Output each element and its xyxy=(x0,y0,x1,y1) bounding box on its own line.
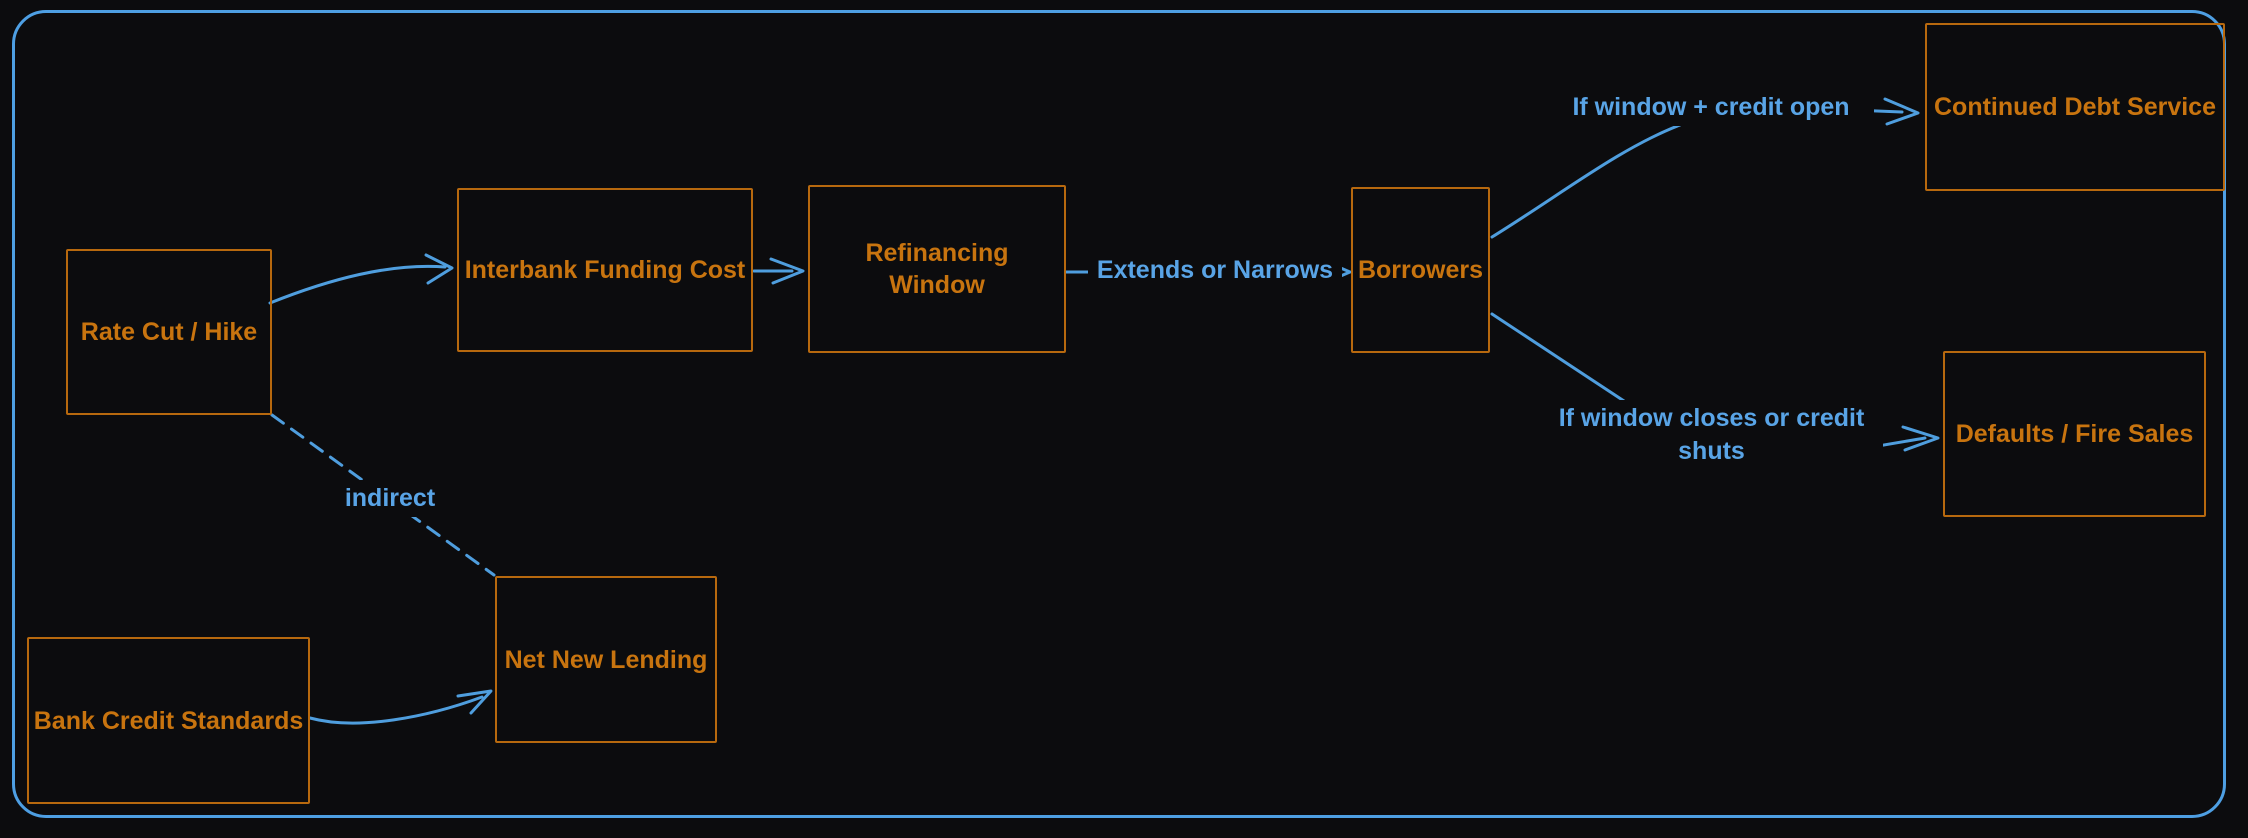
edge-rate-cut-to-interbank-arrowhead xyxy=(424,253,454,285)
node-bank-credit-standards[interactable]: Bank Credit Standards xyxy=(27,637,310,804)
node-rate-cut-hike[interactable]: Rate Cut / Hike xyxy=(66,249,272,415)
node-net-new-lending[interactable]: Net New Lending xyxy=(495,576,717,743)
edge-bank-credit-to-net-new-lending-arrowhead xyxy=(456,689,493,715)
edge-borrowers-to-continued-debt-arrowhead xyxy=(1883,97,1920,126)
edge-label-extends-or-narrows[interactable]: Extends or Narrows xyxy=(1088,252,1342,289)
edge-label-if-window-credit-open[interactable]: If window + credit open xyxy=(1548,89,1874,126)
node-label: Defaults / Fire Sales xyxy=(1955,420,2194,448)
edge-label-indirect[interactable]: indirect xyxy=(336,480,444,517)
canvas-border-frame xyxy=(12,10,2226,818)
edge-rate-cut-to-interbank[interactable] xyxy=(268,264,447,305)
edge-rate-cut-to-net-new-lending-dashed[interactable] xyxy=(270,413,496,577)
node-label: Net New Lending xyxy=(504,645,708,674)
edge-label-line2: shuts xyxy=(1678,437,1745,465)
node-label: Refinancing Window xyxy=(865,239,1009,299)
edge-label-line1: If window closes or credit xyxy=(1558,404,1865,432)
node-borrowers[interactable]: Borrowers xyxy=(1351,187,1490,353)
node-label: Borrowers xyxy=(1357,256,1484,284)
node-label: Bank Credit Standards xyxy=(33,706,304,735)
node-continued-debt-service[interactable]: Continued Debt Service xyxy=(1925,23,2225,191)
node-label: Rate Cut / Hike xyxy=(80,318,258,346)
node-label: Interbank Funding Cost xyxy=(464,256,746,284)
node-refinancing-window[interactable]: Refinancing Window xyxy=(808,185,1066,353)
node-defaults-fire-sales[interactable]: Defaults / Fire Sales xyxy=(1943,351,2206,517)
node-label: Continued Debt Service xyxy=(1934,93,2216,121)
edge-bank-credit-to-net-new-lending[interactable] xyxy=(308,695,484,725)
edge-borrowers-to-defaults[interactable] xyxy=(1490,312,1626,403)
edge-borrowers-to-continued-debt[interactable] xyxy=(1490,123,1682,239)
edge-interbank-to-refinancing-arrowhead xyxy=(769,257,805,285)
node-interbank-funding-cost[interactable]: Interbank Funding Cost xyxy=(457,188,753,352)
edge-label-if-window-closes[interactable]: If window closes or credit shuts xyxy=(1540,400,1883,470)
edge-borrowers-to-defaults-arrowhead xyxy=(1901,425,1940,452)
